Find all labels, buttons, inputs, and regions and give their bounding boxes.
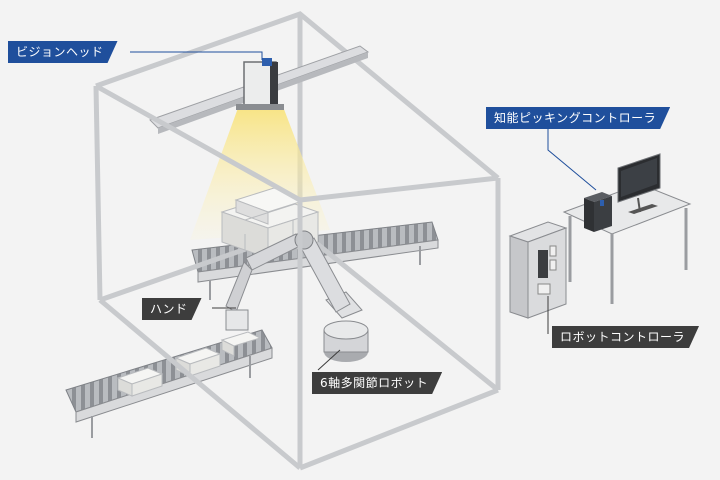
label-picking-controller: 知能ピッキングコントローラ (486, 107, 670, 129)
label-robot-controller: ロボットコントローラ (552, 326, 699, 348)
robot-controller-cabinet (508, 221, 568, 319)
six-axis-robot (225, 230, 369, 362)
leader-lines (130, 51, 597, 371)
label-hand: ハンド (142, 298, 202, 320)
label-vision-head: ビジョンヘッド (8, 41, 118, 63)
label-six-axis-robot: 6軸多関節ロボット (312, 372, 442, 394)
front-conveyor (65, 329, 273, 438)
cell-frame-front (93, 83, 501, 471)
vision-head-camera (236, 58, 284, 110)
picking-controller-desk (562, 153, 692, 304)
